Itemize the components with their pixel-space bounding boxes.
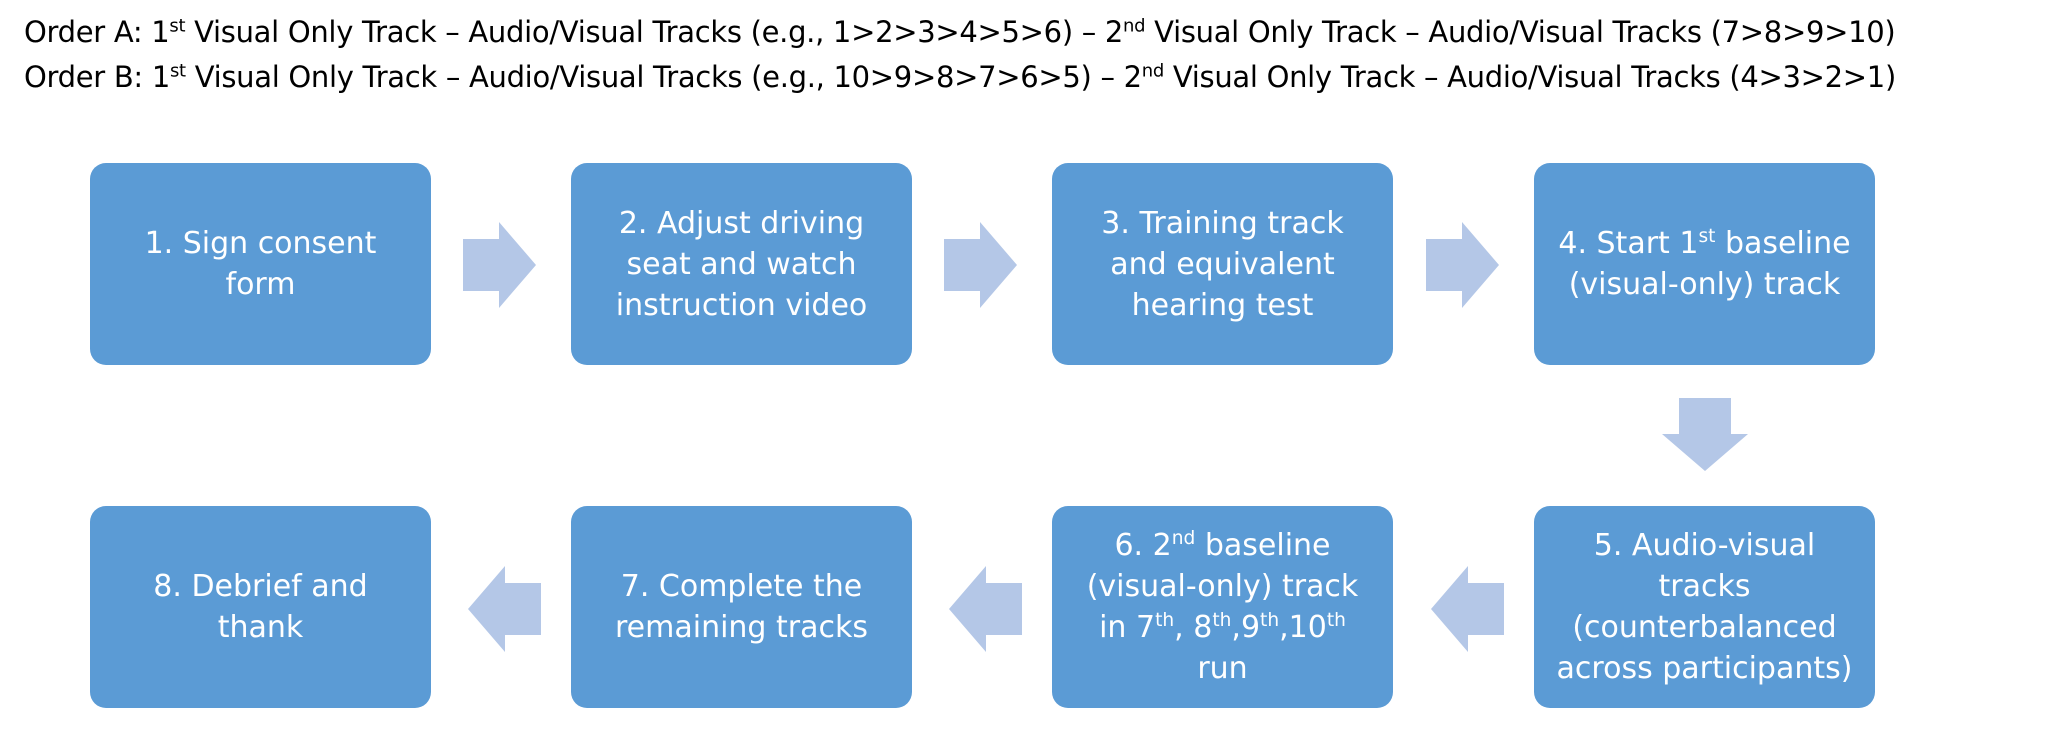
step-8-line-1: 8. Debrief and <box>153 569 368 604</box>
step-5-box: 5. Audio-visual tracks (counterbalanced … <box>1534 506 1875 708</box>
step-7-text: 7. Complete the remaining tracks <box>615 566 868 648</box>
step-4-text: 4. Start 1st baseline (visual-only) trac… <box>1558 223 1850 305</box>
order-a-label: Order A: 1 <box>24 15 170 49</box>
step-1-line-1: 1. Sign consent <box>144 226 377 261</box>
arrow-left-icon <box>468 566 541 652</box>
step-6-sup: nd <box>1171 528 1196 549</box>
step-7-line-2: remaining tracks <box>615 610 868 645</box>
step-5-line-2: tracks <box>1658 569 1751 604</box>
step-8-box: 8. Debrief and thank <box>90 506 431 708</box>
order-a-middle: Visual Only Track – Audio/Visual Tracks … <box>185 15 1124 49</box>
arrow-left-icon <box>1431 566 1504 652</box>
step-5-text: 5. Audio-visual tracks (counterbalanced … <box>1557 525 1853 689</box>
step-4-box: 4. Start 1st baseline (visual-only) trac… <box>1534 163 1875 365</box>
step-4-sup: st <box>1698 226 1716 247</box>
step-5-line-4: across participants) <box>1556 651 1853 686</box>
step-6-sup-9th: th <box>1260 610 1280 631</box>
order-b-sup-2: nd <box>1141 60 1165 82</box>
order-b-middle: Visual Only Track – Audio/Visual Tracks … <box>185 60 1142 94</box>
step-5-line-1: 5. Audio-visual <box>1593 528 1816 563</box>
arrow-right-icon <box>463 222 536 308</box>
step-2-line-1: 2. Adjust driving <box>618 205 865 241</box>
step-6-line-1a: 6. 2 <box>1114 528 1172 563</box>
step-1-line-2: form <box>225 267 296 302</box>
step-6-line-2: (visual-only) track <box>1086 569 1359 604</box>
order-b-line: Order B: 1st Visual Only Track – Audio/V… <box>24 60 1896 94</box>
step-6-line-3c: ,9 <box>1231 610 1261 645</box>
step-6-line-1b: baseline <box>1195 528 1331 563</box>
order-a-end: Visual Only Track – Audio/Visual Tracks … <box>1145 15 1896 49</box>
step-5-line-3: (counterbalanced <box>1572 610 1837 645</box>
step-8-text: 8. Debrief and thank <box>153 566 367 648</box>
step-4-line-1b: baseline <box>1715 226 1851 261</box>
arrow-left-icon <box>949 566 1022 652</box>
step-6-sup-8th: th <box>1212 610 1232 631</box>
arrow-down-icon <box>1662 398 1748 471</box>
step-3-box: 3. Training track and equivalent hearing… <box>1052 163 1393 365</box>
order-b-label: Order B: 1 <box>24 60 170 94</box>
step-2-line-2: seat and watch <box>626 246 857 282</box>
step-6-sup-7th: th <box>1155 610 1175 631</box>
step-7-line-1: 7. Complete the <box>620 569 863 604</box>
step-4-line-1a: 4. Start 1 <box>1558 226 1699 261</box>
step-3-line-2: and equivalent <box>1110 246 1335 282</box>
order-a-line: Order A: 1st Visual Only Track – Audio/V… <box>24 15 1896 49</box>
step-2-text: 2. Adjust driving seat and watch instruc… <box>616 203 868 326</box>
step-6-line-3a: in 7 <box>1099 610 1156 645</box>
step-3-line-1: 3. Training track <box>1101 205 1344 241</box>
step-1-text: 1. Sign consent form <box>145 223 377 305</box>
order-b-end: Visual Only Track – Audio/Visual Tracks … <box>1163 60 1896 94</box>
step-3-line-3: hearing test <box>1131 287 1314 323</box>
order-b-sup-1: st <box>169 60 186 82</box>
step-1-box: 1. Sign consent form <box>90 163 431 365</box>
step-6-line-4: run <box>1197 651 1248 686</box>
step-2-box: 2. Adjust driving seat and watch instruc… <box>571 163 912 365</box>
arrow-right-icon <box>1426 222 1499 308</box>
order-a-sup-2: nd <box>1123 15 1146 37</box>
step-7-box: 7. Complete the remaining tracks <box>571 506 912 708</box>
arrow-right-icon <box>944 222 1017 308</box>
step-3-text: 3. Training track and equivalent hearing… <box>1101 203 1343 326</box>
step-6-line-3b: , 8 <box>1174 610 1213 645</box>
step-6-box: 6. 2nd baseline (visual-only) track in 7… <box>1052 506 1393 708</box>
step-6-line-3d: ,10 <box>1279 610 1327 645</box>
step-4-line-2: (visual-only) track <box>1568 267 1841 302</box>
step-2-line-3: instruction video <box>615 287 868 323</box>
step-6-text: 6. 2nd baseline (visual-only) track in 7… <box>1087 525 1359 689</box>
step-8-line-2: thank <box>217 610 304 645</box>
order-a-sup-1: st <box>169 15 186 37</box>
step-6-sup-10th: th <box>1326 610 1346 631</box>
